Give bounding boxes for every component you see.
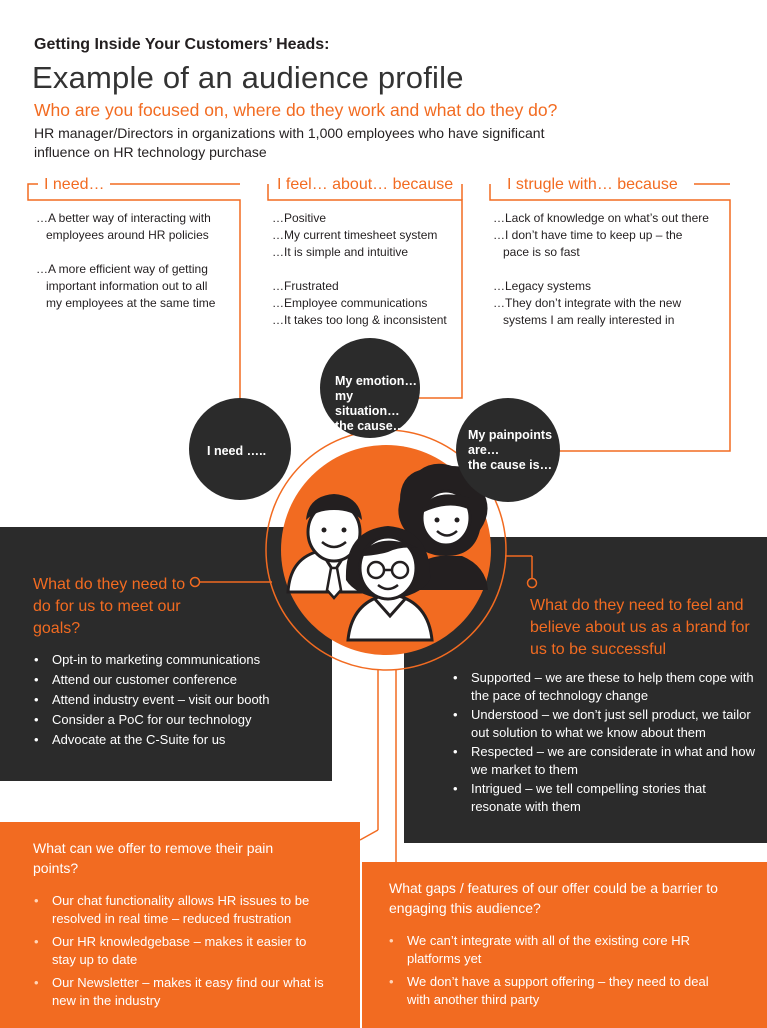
emotion-circle: My emotion… my situation… the cause… xyxy=(320,338,420,438)
list-item: …Positive xyxy=(272,211,327,225)
list-item: Our Newsletter – makes it easy find our … xyxy=(32,974,332,1010)
list-item: We don’t have a support offering – they … xyxy=(387,973,732,1009)
list-item: Supported – we are these to help them co… xyxy=(451,669,756,705)
column-feel-list: …Positive …My current timesheet system …… xyxy=(272,210,462,329)
list-item: …It is simple and intuitive xyxy=(272,245,409,259)
person-man-icon xyxy=(286,494,372,600)
column-need-heading: I need… xyxy=(44,176,105,193)
list-item: Intrigued – we tell compelling stories t… xyxy=(451,780,756,816)
goals-question: What do they need to do for us to meet o… xyxy=(33,576,186,637)
list-item: Consider a PoC for our technology xyxy=(32,710,322,730)
gaps-list: We can’t integrate with all of the exist… xyxy=(387,932,732,1009)
goals-list: Opt-in to marketing communications Atten… xyxy=(32,650,322,750)
feel-list: Supported – we are these to help them co… xyxy=(451,669,756,816)
header-description: HR manager/Directors in organizations wi… xyxy=(34,125,545,160)
painpoints-circle: My painpoints are… the cause is… xyxy=(456,398,560,502)
list-item: employees around HR policies xyxy=(46,228,209,242)
header-kicker: Getting Inside Your Customers’ Heads: xyxy=(34,36,330,53)
header-question: Who are you focused on, where do they wo… xyxy=(34,100,558,120)
column-struggle-list: …Lack of knowledge on what’s out there …… xyxy=(493,210,733,329)
need-circle-label: I need ….. xyxy=(207,444,267,458)
list-item: …A more efficient way of getting xyxy=(36,262,208,276)
list-item: important information out to all xyxy=(46,279,208,293)
list-item: …Legacy systems xyxy=(493,279,592,293)
list-item: …My current timesheet system xyxy=(272,228,438,242)
page-title: Example of an audience profile xyxy=(32,60,464,95)
list-item: Advocate at the C-Suite for us xyxy=(32,730,322,750)
list-item: …They don’t integrate with the new xyxy=(493,296,682,310)
list-item: …Lack of knowledge on what’s out there xyxy=(493,211,709,225)
feel-question: What do they need to feel and believe ab… xyxy=(530,597,750,658)
list-item: Our HR knowledgebase – makes it easier t… xyxy=(32,933,332,969)
person-glasses-icon xyxy=(345,526,434,642)
column-feel-heading: I feel… about… because xyxy=(277,176,454,193)
column-struggle-heading: I strugle with… because xyxy=(507,176,678,193)
list-item: Respected – we are considerate in what a… xyxy=(451,743,756,779)
list-item: Attend industry event – visit our booth xyxy=(32,690,322,710)
need-circle: I need ….. xyxy=(189,398,291,500)
list-item: Our chat functionality allows HR issues … xyxy=(32,892,332,928)
list-item: my employees at the same time xyxy=(46,296,216,310)
list-item: …I don’t have time to keep up – the xyxy=(493,228,683,242)
list-item: …A better way of interacting with xyxy=(36,211,211,225)
list-item: …Frustrated xyxy=(272,279,339,293)
list-item: Opt-in to marketing communications xyxy=(32,650,322,670)
offer-question: What can we offer to remove their pain p… xyxy=(33,840,274,876)
list-item: pace is so fast xyxy=(503,245,580,259)
list-item: …It takes too long & inconsistent xyxy=(272,313,447,327)
list-item: Understood – we don’t just sell product,… xyxy=(451,706,756,742)
list-item: …Employee communications xyxy=(272,296,428,310)
column-3-connector xyxy=(489,184,731,452)
emotion-circle-label: My emotion… my situation… the cause… xyxy=(335,374,417,433)
list-item: Attend our customer conference xyxy=(32,670,322,690)
list-item: We can’t integrate with all of the exist… xyxy=(387,932,732,968)
list-item: systems I am really interested in xyxy=(503,313,675,327)
column-need-list: …A better way of interacting with employ… xyxy=(36,210,246,312)
painpoints-circle-label: My painpoints are… the cause is… xyxy=(468,428,553,472)
column-1-connector xyxy=(27,183,241,400)
gaps-question: What gaps / features of our offer could … xyxy=(389,880,718,916)
offer-list: Our chat functionality allows HR issues … xyxy=(32,892,332,1010)
